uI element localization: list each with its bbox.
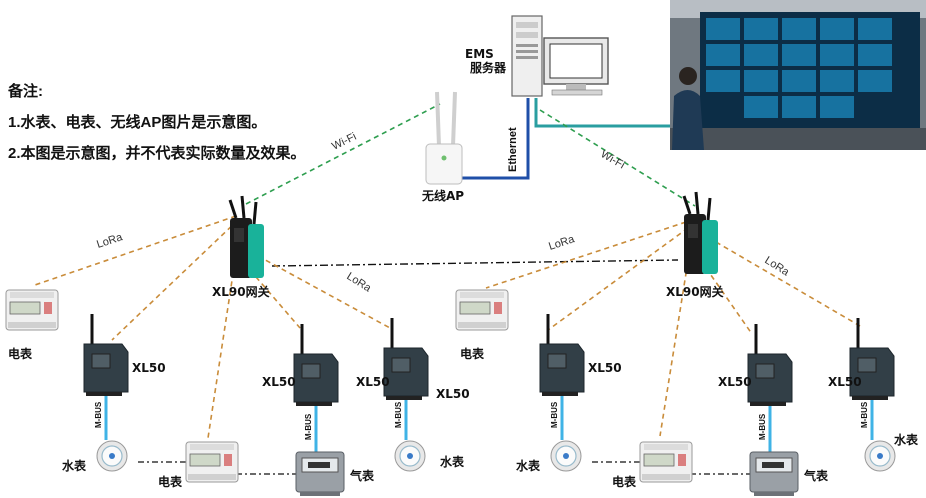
server-label-line-2: 服务器 (470, 60, 507, 75)
gas-meter-label-2: 气表 (803, 468, 829, 483)
wifi-label-right: Wi-Fi (599, 148, 627, 171)
control-room-image (670, 0, 926, 150)
electric-meter-3 (185, 441, 239, 483)
ethernet-label: Ethernet (507, 127, 519, 172)
collector-label-2: XL50 (262, 375, 296, 389)
collector-label-3: XL50 (356, 375, 390, 389)
collector-label-5: XL50 (588, 361, 622, 375)
gateway-left (228, 194, 266, 280)
electric-meter-label-1: 电表 (8, 346, 33, 361)
lora-label-1: LoRa (95, 231, 125, 251)
water-meter-label-4: 水表 (894, 432, 919, 447)
gateway-right (682, 190, 720, 276)
wifi-links (245, 103, 696, 207)
ap-label: 无线AP (421, 188, 464, 203)
electric-meter-2 (455, 289, 509, 331)
lora-label-4: LoRa (762, 254, 791, 279)
electric-meter-4 (639, 441, 693, 483)
mbus-label-2: M-BUS (304, 413, 313, 440)
collector-1 (82, 312, 130, 398)
server-label: EMS 服务器 (465, 47, 507, 75)
mbus-label-4: M-BUS (550, 401, 559, 428)
electric-meter-label-2: 电表 (460, 346, 485, 361)
lora-links (31, 215, 861, 439)
collector-2 (292, 322, 340, 408)
gateway-label-right: XL90网关 (666, 284, 724, 299)
water-meter-4 (862, 440, 897, 472)
lora-label-2: LoRa (344, 270, 373, 295)
collector-label-4: XL50 (436, 387, 470, 401)
electric-meter-label-3: 电表 (158, 474, 183, 489)
electric-meter-label-4: 电表 (612, 474, 637, 489)
wifi-label-left: Wi-Fi (330, 131, 358, 153)
mbus-label-3: M-BUS (394, 401, 403, 428)
notes-line-1: 1.水表、电表、无线AP图片是示意图。 (8, 114, 267, 131)
gateway-label-left: XL90网关 (212, 284, 270, 299)
water-meter-2 (392, 440, 427, 472)
collector-3 (382, 316, 430, 402)
electric-meter-1 (5, 289, 59, 331)
water-meter-label-2: 水表 (440, 454, 465, 469)
mbus-label-1: M-BUS (94, 401, 103, 428)
collector-4 (538, 312, 586, 398)
mbus-label-6: M-BUS (860, 401, 869, 428)
ems-server (511, 15, 609, 97)
collector-label-6: XL50 (718, 375, 752, 389)
gateway-link (271, 259, 679, 267)
water-meter-3 (548, 440, 583, 472)
collector-5 (746, 322, 794, 408)
server-label-line-1: EMS (465, 47, 494, 61)
gas-meter-1 (295, 451, 345, 497)
mbus-links (104, 394, 874, 452)
mbus-label-5: M-BUS (758, 413, 767, 440)
gas-meter-label-1: 气表 (349, 468, 375, 483)
lora-label-3: LoRa (547, 233, 577, 253)
water-meter-label-1: 水表 (62, 458, 87, 473)
water-meter-label-3: 水表 (516, 458, 541, 473)
collector-label-7: XL50 (828, 375, 862, 389)
local-bus-links (138, 461, 750, 475)
water-meter-1 (94, 440, 129, 472)
collector-label-1: XL50 (132, 361, 166, 375)
wireless-ap (425, 91, 463, 185)
notes-title: 备注: (8, 83, 43, 100)
notes-line-2: 2.本图是示意图，并不代表实际数量及效果。 (8, 145, 306, 162)
ethernet-links (462, 98, 670, 180)
gas-meter-2 (749, 451, 799, 497)
